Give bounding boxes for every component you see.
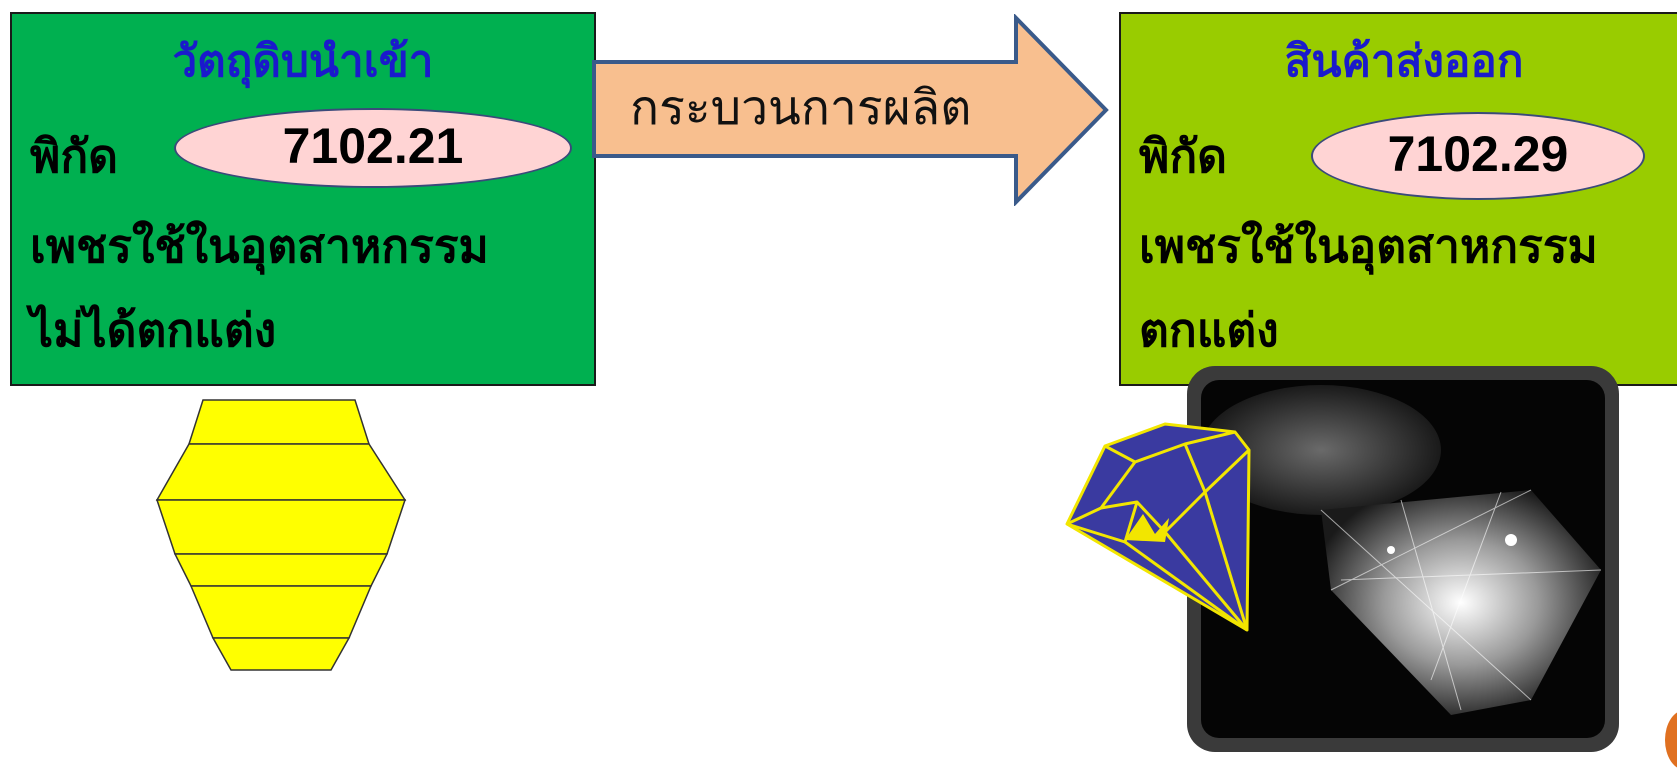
export-product-box: สินค้าส่งออก พิกัด 7102.29 เพชรใช้ในอุตส… (1119, 12, 1677, 386)
corner-decoration (1665, 710, 1677, 770)
export-product-code-label: พิกัด (1139, 129, 1228, 183)
raw-material-code-label: พิกัด (30, 129, 119, 183)
process-arrow (592, 14, 1109, 206)
raw-material-desc-line2: ไม่ได้ตกแต่ง (30, 303, 277, 357)
diamond-photo-gem (1201, 385, 1602, 715)
raw-material-title: วัตถุดิบนำเข้า (172, 36, 434, 87)
rough-diamond-illustration (155, 399, 407, 671)
cut-diamond-illustration (1065, 422, 1251, 632)
raw-material-box: วัตถุดิบนำเข้า พิกัด 7102.21 เพชรใช้ในอุ… (10, 12, 596, 386)
export-product-desc-line2: ตกแต่ง (1139, 303, 1279, 357)
raw-material-code: 7102.21 (174, 108, 572, 188)
process-label: กระบวนการผลิต (630, 80, 972, 136)
diamond-photo (1187, 366, 1619, 752)
export-product-title: สินค้าส่งออก (1284, 36, 1524, 87)
raw-material-desc-line1: เพชรใช้ในอุตสาหกรรม (30, 219, 489, 273)
export-product-desc-line1: เพชรใช้ในอุตสาหกรรม (1139, 219, 1598, 273)
export-product-code: 7102.29 (1311, 112, 1645, 200)
